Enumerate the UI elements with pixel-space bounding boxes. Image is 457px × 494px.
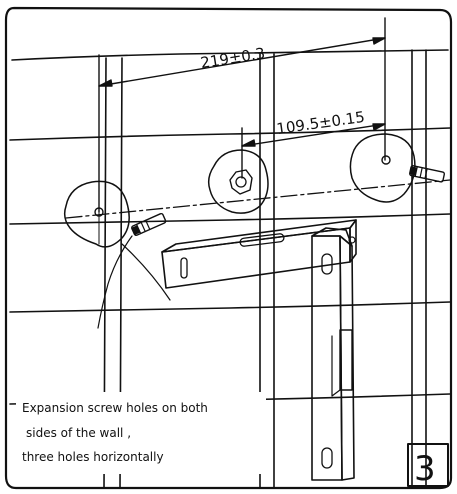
center-hole: [207, 149, 269, 214]
left-anchor-head: [131, 225, 141, 236]
right-hole-mark: [381, 155, 391, 165]
arrowhead-outer-left: [98, 79, 113, 87]
nut-icon: [229, 169, 253, 195]
nut-bore: [235, 176, 247, 188]
right-anchor-head: [409, 166, 418, 176]
dimension-line-outer: [98, 37, 386, 87]
hole-centerline: [65, 179, 451, 219]
arrowhead-inner-right: [372, 123, 386, 131]
vertical-bracket-slot-top: [321, 253, 333, 275]
vertical-bracket-front: [311, 235, 343, 481]
vertical-bracket-top: [311, 227, 353, 247]
horizontal-bracket-end: [349, 219, 357, 263]
dimension-inner: [241, 123, 386, 179]
left-hole-outline: [63, 180, 130, 248]
step-number-box: [407, 443, 449, 487]
diagram-frame: [4, 6, 453, 490]
vertical-bracket-tab-edge: [331, 335, 341, 397]
tile-line-h3: [9, 213, 451, 225]
horizontal-bracket-slot-top: [239, 233, 285, 247]
left-anchor-rib3: [145, 219, 151, 231]
vertical-bracket-slot-bottom: [321, 447, 333, 469]
horizontal-bracket-slot-left: [180, 257, 188, 279]
vertical-bracket: [311, 227, 355, 481]
tile-line-h4: [9, 301, 451, 313]
expansion-screw-icon: [131, 212, 167, 237]
expansion-screw-icon: [409, 165, 446, 183]
arrowhead-inner-left: [241, 139, 256, 147]
left-leader-line: [97, 235, 133, 329]
right-anchor-rib2: [419, 167, 423, 179]
dimension-outer-label: 219±0.3: [199, 44, 266, 72]
caption-line-1: Expansion screw holes on both: [22, 401, 208, 415]
vertical-bracket-tab: [339, 329, 353, 391]
left-leader-curve: [121, 243, 171, 301]
caption-background: [16, 392, 266, 474]
dimension-line-inner: [241, 123, 386, 147]
left-anchor-rib2: [140, 221, 146, 233]
right-anchor-rib3: [424, 168, 428, 180]
left-hole: [63, 179, 130, 248]
caption-line-2: sides of the wall ,: [26, 426, 131, 440]
horizontal-bracket: [161, 219, 357, 289]
right-hole: [349, 133, 416, 203]
step-number: 3: [414, 449, 436, 489]
tile-line-h2: [9, 127, 451, 141]
tile-line-h1: [11, 49, 449, 61]
arrowhead-outer-right: [372, 37, 386, 45]
right-hole-outline: [349, 133, 416, 203]
caption-line-3: three holes horizontally: [22, 450, 164, 464]
center-hole-outline: [207, 149, 269, 214]
